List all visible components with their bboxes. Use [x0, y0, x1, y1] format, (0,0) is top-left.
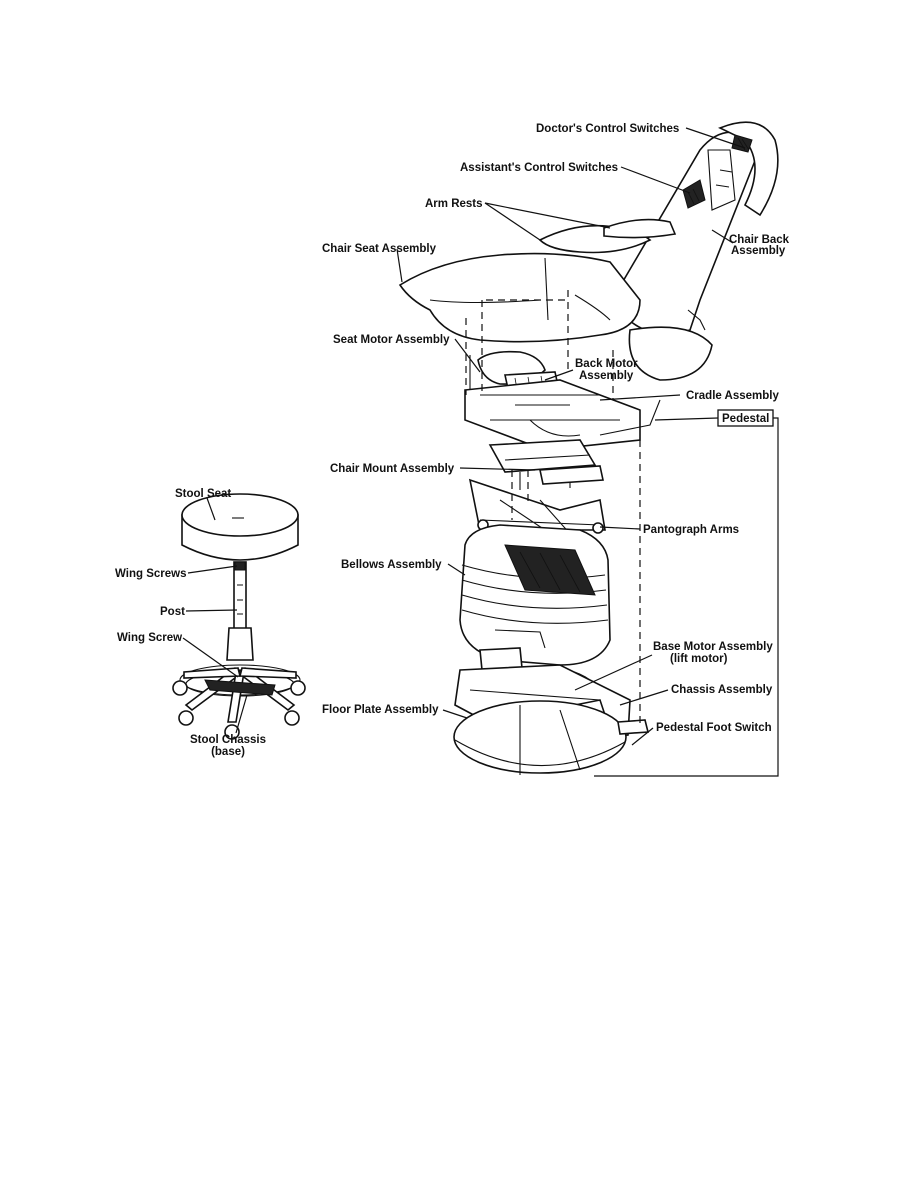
assistants-control-switches	[682, 179, 706, 209]
wing-screw-label: Wing Screw	[117, 632, 182, 644]
stool-chassis-label-line1: Stool Chassis	[190, 734, 266, 746]
pedestal-foot-switch-label: Pedestal Foot Switch	[656, 722, 772, 734]
pedestal-label-box	[717, 409, 774, 427]
stool-chassis-label-line2: (base)	[211, 746, 245, 758]
pantograph-arms-label: Pantograph Arms	[643, 524, 739, 536]
pedestal-label: Pedestal	[722, 413, 769, 425]
seat-motor-assembly-label: Seat Motor Assembly	[333, 334, 450, 346]
chassis-assembly-label: Chassis Assembly	[671, 684, 773, 696]
alignment-lines	[465, 290, 641, 725]
chair-seat-assembly-label: Chair Seat Assembly	[322, 243, 437, 255]
pedestal-foot-switch	[617, 719, 650, 735]
chair-back-assembly-label-line1: Chair Back	[729, 234, 790, 246]
wing-screws-label: Wing Screws	[115, 568, 186, 580]
stool-leader-lines	[182, 497, 248, 734]
back-motor-assembly-label-line2: Assembly	[579, 370, 634, 382]
bellows-assembly-label: Bellows Assembly	[341, 559, 442, 571]
cradle-assembly	[464, 379, 661, 451]
pantograph-arms	[468, 478, 606, 546]
chair-mount-assembly	[488, 439, 604, 490]
stool-seat-label: Stool Seat	[175, 488, 231, 500]
assistants-control-switches-label: Assistant's Control Switches	[460, 162, 618, 174]
chair-mount-assembly-label: Chair Mount Assembly	[330, 463, 455, 475]
base-motor-assembly-label-line1: Base Motor Assembly	[653, 641, 773, 653]
chair-back-assembly-label-line2: Assembly	[731, 245, 786, 257]
pedestal-bracket	[594, 417, 779, 777]
chair-leader-lines	[396, 127, 746, 746]
stool-chassis	[172, 664, 306, 740]
chair-seat-assembly	[398, 252, 641, 343]
floor-plate-assembly	[453, 700, 627, 775]
doctors-control-switches-label: Doctor's Control Switches	[536, 123, 679, 135]
post-label: Post	[160, 606, 185, 618]
bellows-assembly	[459, 524, 611, 666]
chair-back-assembly	[611, 121, 779, 381]
back-motor-assembly-label-line1: Back Motor	[575, 358, 638, 370]
base-motor-assembly-label-line2: (lift motor)	[670, 653, 728, 665]
arm-rests	[538, 218, 677, 254]
floor-plate-assembly-label: Floor Plate Assembly	[322, 704, 439, 716]
arm-rests-label: Arm Rests	[425, 198, 483, 210]
cradle-assembly-label: Cradle Assembly	[686, 390, 779, 402]
stool-post	[226, 561, 254, 661]
stool-seat	[181, 493, 299, 561]
